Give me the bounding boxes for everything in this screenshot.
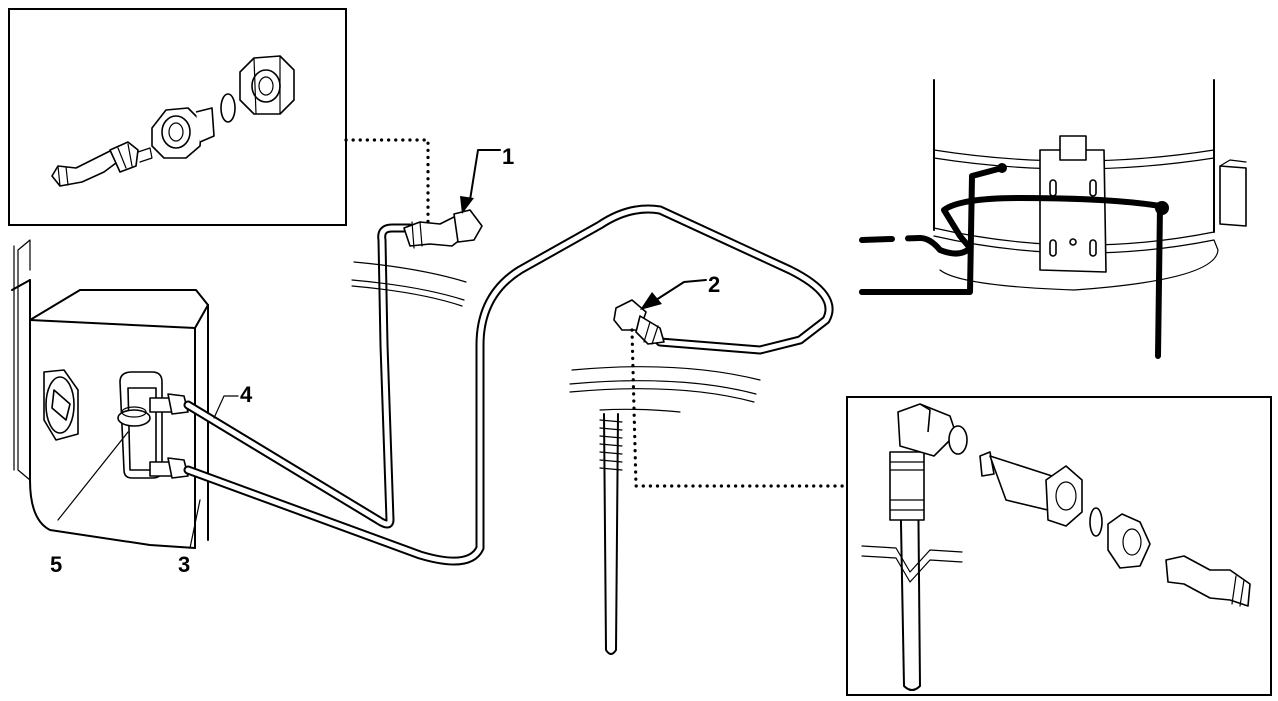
callout-1: 1 [460,144,514,214]
detail-inset-bottom-right [846,396,1272,696]
inset-washer [220,93,236,123]
callout-2: 2 [640,272,720,310]
tank-right [933,79,1247,291]
tubing-from-box [183,204,834,566]
tank-rim-2 [571,366,761,381]
inset-hex-nut-1 [151,107,215,159]
fitting-1 [403,209,483,249]
callout-label-5: 5 [50,552,62,577]
callout-label-4: 4 [240,382,253,407]
probe-rod [599,413,623,655]
callout-label-3: 3 [178,552,190,577]
callout-5: 5 [50,431,129,577]
fitting-2 [613,299,665,345]
knob [43,369,79,441]
filter-manifold [117,371,189,479]
control-box [11,239,209,549]
leader-dotted-2-inset [630,328,852,488]
leader-dotted-inset-1 [344,138,430,234]
callout-4: 4 [213,382,253,419]
callout-label-2: 2 [708,272,720,297]
callout-3: 3 [178,499,201,577]
inset-elbow-fitting [51,141,153,187]
tank-rim-1 [353,261,467,283]
callout-label-1: 1 [502,144,514,169]
heater-cable [859,163,1169,359]
detail-inset-top-left [8,8,347,226]
inset-hex-nut-2 [239,55,295,115]
